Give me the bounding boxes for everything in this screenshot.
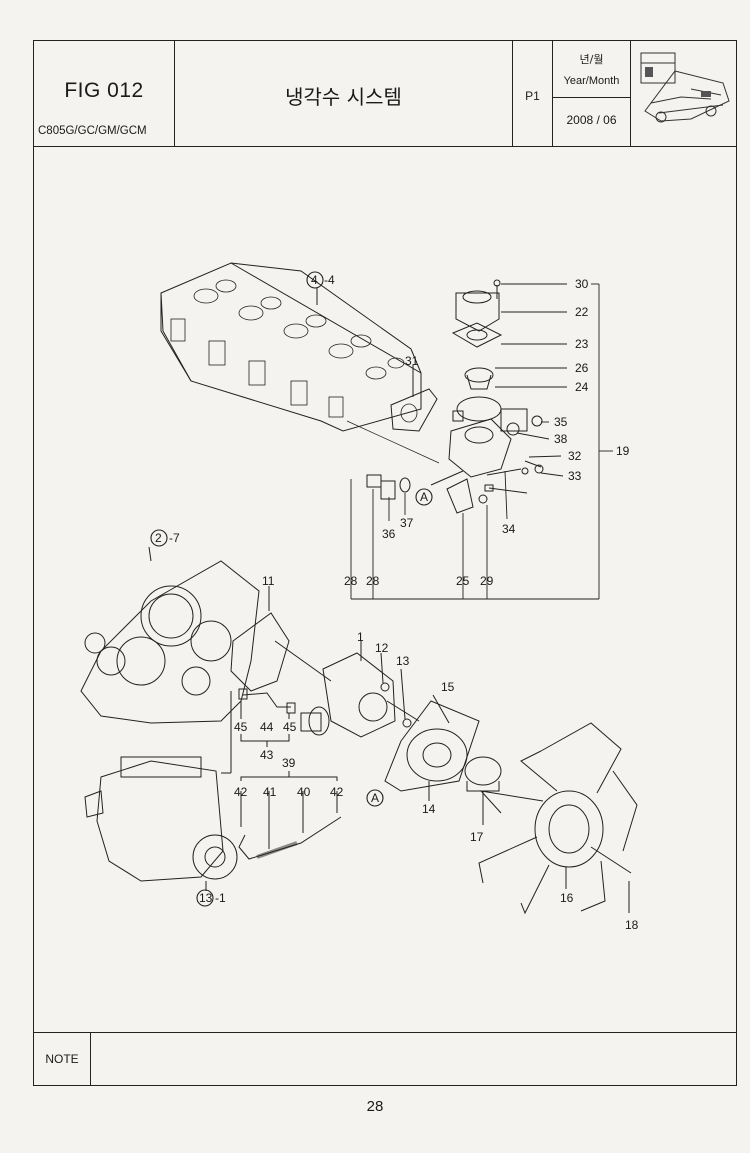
callout-41: 41 — [263, 785, 277, 799]
callout-4-suffix: -4 — [324, 273, 335, 287]
callout-2: 2 — [155, 531, 162, 545]
callout-13-suffix: -1 — [215, 891, 226, 905]
callout-13-circled: 13 — [199, 891, 213, 905]
callout-42-b: 42 — [330, 785, 344, 799]
cylinder-head — [160, 262, 422, 432]
year-month-header: 년/월 Year/Month — [553, 41, 630, 98]
exploded-parts-drawing: 4 -4 31 30 22 23 26 24 35 38 32 33 19 A … — [80, 262, 639, 932]
parts-sheet: FIG 012 C805G/GC/GM/GCM 냉각수 시스템 P1 년/월 Y… — [33, 40, 737, 1086]
callout-15: 15 — [441, 680, 455, 694]
cooling-fan — [478, 722, 638, 915]
callout-25: 25 — [456, 574, 470, 588]
callout-16: 16 — [560, 891, 574, 905]
callout-A-top: A — [420, 490, 428, 504]
fig-code: FIG 012 — [64, 79, 144, 102]
callout-42-a: 42 — [234, 785, 248, 799]
callout-34: 34 — [502, 522, 516, 536]
callout-14: 14 — [422, 802, 436, 816]
pipe-44 — [242, 692, 291, 708]
callout-23: 23 — [575, 337, 589, 351]
callout-36: 36 — [382, 527, 396, 541]
callout-28-a: 28 — [344, 574, 358, 588]
note-label: NOTE — [34, 1033, 91, 1085]
callout-31: 31 — [405, 354, 419, 368]
page-title: 냉각수 시스템 — [285, 85, 402, 109]
callout-40: 40 — [297, 785, 311, 799]
callout-33: 33 — [568, 469, 582, 483]
callout-37: 37 — [400, 516, 414, 530]
callout-35: 35 — [554, 415, 568, 429]
machine-thumbnail — [631, 41, 736, 146]
hose-39 — [238, 816, 342, 860]
year-month-kr: 년/월 — [579, 53, 604, 66]
callout-11: 11 — [262, 574, 275, 588]
thermostat-assembly — [346, 279, 544, 514]
callout-24: 24 — [575, 380, 589, 394]
page-number: 28 — [366, 1098, 384, 1115]
gasket-11 — [230, 612, 290, 692]
title-block: FIG 012 C805G/GC/GM/GCM 냉각수 시스템 P1 년/월 Y… — [34, 41, 736, 147]
callout-13: 13 — [396, 654, 410, 668]
fig-cell: FIG 012 C805G/GC/GM/GCM — [34, 41, 175, 146]
callout-38: 38 — [554, 432, 568, 446]
callout-30: 30 — [575, 277, 589, 291]
callout-19: 19 — [616, 444, 630, 458]
callout-43: 43 — [260, 748, 274, 762]
callout-26: 26 — [575, 361, 589, 375]
injection-pump — [84, 756, 238, 891]
callout-29: 29 — [480, 574, 494, 588]
excavator-thumbnail-icon — [640, 52, 730, 123]
water-pump — [300, 641, 420, 738]
year-month-en: Year/Month — [563, 75, 620, 87]
callout-18: 18 — [625, 918, 639, 932]
callout-45-b: 45 — [283, 720, 297, 734]
leader-lines-top — [350, 283, 613, 600]
callout-4: 4 — [311, 273, 318, 287]
title-cell: 냉각수 시스템 — [175, 41, 513, 146]
callout-45-a: 45 — [234, 720, 248, 734]
callout-44: 44 — [260, 720, 274, 734]
date-cell: 년/월 Year/Month 2008 / 06 — [553, 41, 631, 146]
page-cell: P1 — [513, 41, 553, 146]
callout-28-b: 28 — [366, 574, 380, 588]
gear-case — [80, 546, 260, 724]
callout-22: 22 — [575, 305, 589, 319]
callout-2-suffix: -7 — [169, 531, 180, 545]
gasket-31 — [390, 388, 438, 432]
callout-32: 32 — [568, 449, 582, 463]
callout-12: 12 — [375, 641, 389, 655]
fan-belt-pulley — [384, 694, 480, 801]
callout-A-bottom: A — [371, 791, 379, 805]
callout-17: 17 — [470, 830, 484, 844]
date-value: 2008 / 06 — [566, 113, 617, 127]
callout-39: 39 — [282, 756, 296, 770]
page-label: P1 — [525, 89, 540, 103]
note-row: NOTE — [34, 1032, 736, 1085]
model-code: C805G/GC/GM/GCM — [38, 125, 147, 137]
callout-1: 1 — [357, 630, 364, 644]
